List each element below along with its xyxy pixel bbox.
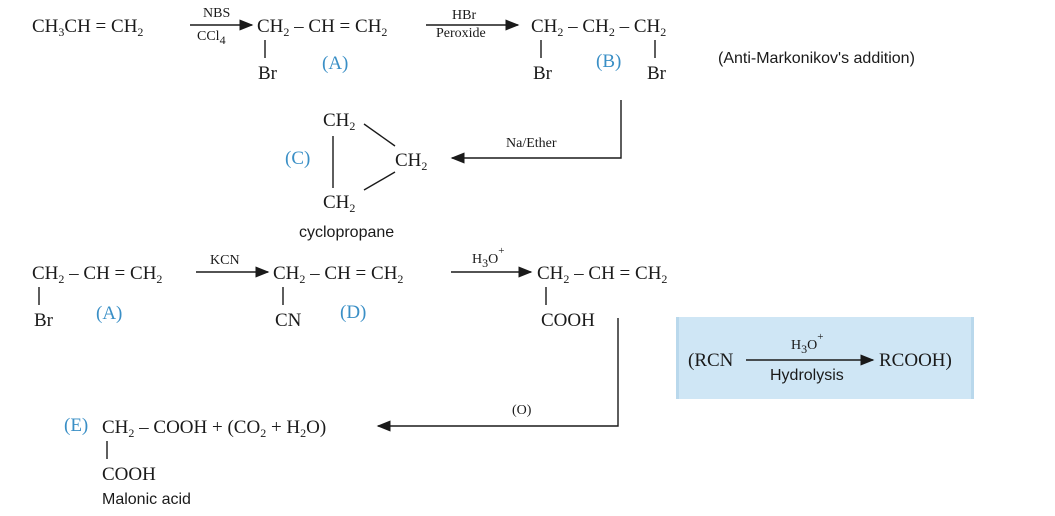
arrow-oxidation [376, 318, 619, 432]
reagent-na-ether: Na/Ether [506, 136, 557, 151]
cyclopropane-name: cyclopropane [299, 224, 395, 241]
reagent-nbs: NBS [203, 6, 231, 21]
hydrolysis-note-box [676, 317, 974, 399]
ring-bond-top [363, 123, 396, 147]
label-a: (A) [322, 53, 349, 74]
compound-b-formula: CH2 – CH2 – CH2 [531, 16, 667, 39]
box-h3o: H3O+ [791, 331, 824, 356]
compound-d-cn: CN [275, 310, 302, 331]
compound-e-cooh: COOH [102, 464, 156, 485]
reagent-kcn: KCN [210, 253, 240, 268]
reagent-hbr: HBr [452, 8, 477, 23]
propene-formula: CH3CH = CH2 [32, 16, 144, 39]
box-rcooh: RCOOH) [879, 350, 952, 371]
anti-markonikov-note: (Anti-Markonikov's addition) [718, 50, 915, 67]
compound-a2-formula: CH2 – CH = CH2 [32, 263, 163, 286]
compound-a2-br: Br [34, 310, 53, 331]
label-e: (E) [64, 415, 89, 436]
box-rcn: (RCN [688, 350, 734, 371]
label-a2: (A) [96, 303, 123, 324]
acid-cooh: COOH [541, 310, 595, 331]
reagent-peroxide: Peroxide [436, 26, 486, 41]
malonic-acid-name: Malonic acid [102, 491, 191, 508]
compound-b-br-left: Br [533, 63, 552, 84]
label-b: (B) [596, 51, 622, 72]
reagent-h3o: H3O+ [472, 245, 505, 270]
box-hydrolysis: Hydrolysis [770, 367, 844, 384]
compound-a-formula: CH2 – CH = CH2 [257, 16, 388, 39]
compound-d-formula: CH2 – CH = CH2 [273, 263, 404, 286]
cyclopropane-ch2-right: CH2 [395, 150, 428, 173]
reagent-ccl4: CCl4 [197, 29, 226, 47]
label-d: (D) [340, 302, 367, 323]
arrow-na-ether [450, 100, 622, 164]
compound-a-br: Br [258, 63, 277, 84]
reagent-oxidation: (O) [512, 403, 532, 418]
cyclopropane-ch2-bottom: CH2 [323, 192, 356, 215]
acid-formula: CH2 – CH = CH2 [537, 263, 668, 286]
ring-bond-bottom [363, 171, 396, 191]
cyclopropane-ch2-top: CH2 [323, 110, 356, 133]
compound-b-br-right: Br [647, 63, 666, 84]
compound-e-formula: CH2 – COOH + (CO2 + H2O) [102, 417, 327, 440]
label-c: (C) [285, 148, 311, 169]
